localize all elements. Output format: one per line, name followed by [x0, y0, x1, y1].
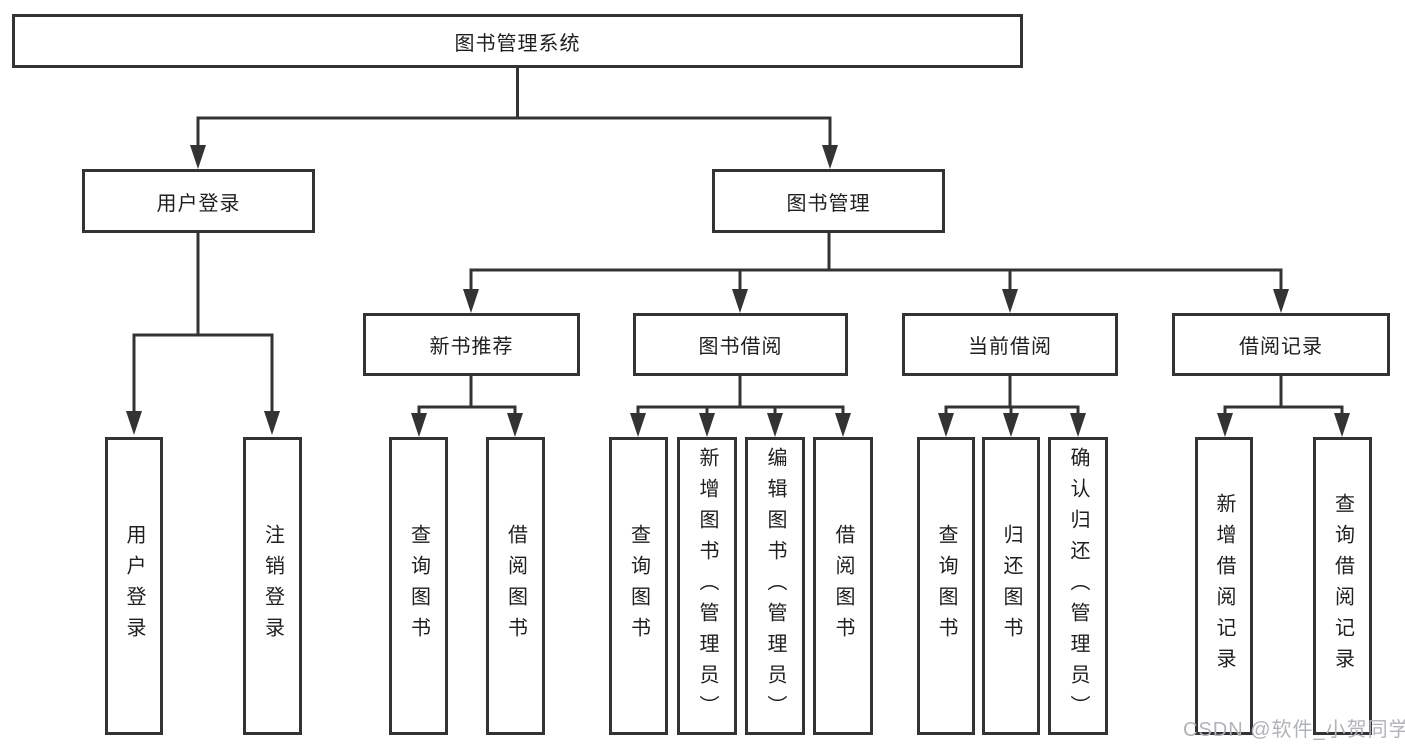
leaf-query-book-borrow-label: 查询图书	[627, 524, 650, 648]
node-book-management-label: 图书管理	[786, 192, 871, 215]
leaf-query-book-borrow: 查询图书	[609, 437, 668, 735]
leaf-borrow-book-2-label: 借阅图书	[832, 524, 854, 648]
leaf-query-borrow-record: 查询借阅记录	[1313, 437, 1372, 735]
leaf-edit-book-admin-label: 编辑图书（管理员）	[764, 446, 786, 726]
node-borrow-record: 借阅记录	[1172, 313, 1390, 376]
csdn-watermark: CSDN @软件_小贺同学	[1183, 719, 1405, 741]
leaf-logout-label: 注销登录	[261, 524, 284, 648]
node-root-label: 图书管理系统	[454, 32, 581, 55]
node-new-book-recommend-label: 新书推荐	[429, 336, 514, 358]
leaf-add-book-admin: 新增图书（管理员）	[677, 437, 737, 735]
node-new-book-recommend: 新书推荐	[363, 313, 580, 376]
leaf-confirm-return-admin: 确认归还（管理员）	[1048, 437, 1108, 735]
leaf-borrow-book-recommend-label: 借阅图书	[504, 524, 527, 648]
node-borrow-record-label: 借阅记录	[1239, 336, 1323, 358]
leaf-return-book: 归还图书	[982, 437, 1040, 735]
leaf-borrow-book-recommend: 借阅图书	[486, 437, 545, 735]
node-root: 图书管理系统	[12, 14, 1023, 68]
node-book-borrow: 图书借阅	[633, 313, 848, 376]
node-book-borrow-label: 图书借阅	[698, 336, 783, 358]
leaf-query-borrow-record-label: 查询借阅记录	[1331, 493, 1354, 679]
leaf-logout: 注销登录	[243, 437, 302, 735]
node-current-borrow: 当前借阅	[902, 313, 1118, 376]
leaf-query-book-current-label: 查询图书	[935, 524, 957, 648]
node-book-management: 图书管理	[712, 169, 945, 233]
leaf-query-book-current: 查询图书	[917, 437, 975, 735]
node-user-login: 用户登录	[82, 169, 315, 233]
leaf-borrow-book-2: 借阅图书	[813, 437, 873, 735]
leaf-query-book-recommend: 查询图书	[389, 437, 448, 735]
leaf-user-login-label: 用户登录	[123, 524, 145, 648]
leaf-add-borrow-record-label: 新增借阅记录	[1213, 493, 1235, 679]
leaf-confirm-return-admin-label: 确认归还（管理员）	[1067, 446, 1089, 726]
leaf-user-login: 用户登录	[105, 437, 163, 735]
leaf-return-book-label: 归还图书	[1000, 524, 1022, 648]
leaf-query-book-recommend-label: 查询图书	[407, 524, 430, 648]
leaf-edit-book-admin: 编辑图书（管理员）	[745, 437, 805, 735]
node-current-borrow-label: 当前借阅	[968, 336, 1052, 358]
leaf-add-book-admin-label: 新增图书（管理员）	[696, 446, 718, 726]
node-user-login-label: 用户登录	[156, 192, 241, 215]
leaf-add-borrow-record: 新增借阅记录	[1195, 437, 1253, 735]
